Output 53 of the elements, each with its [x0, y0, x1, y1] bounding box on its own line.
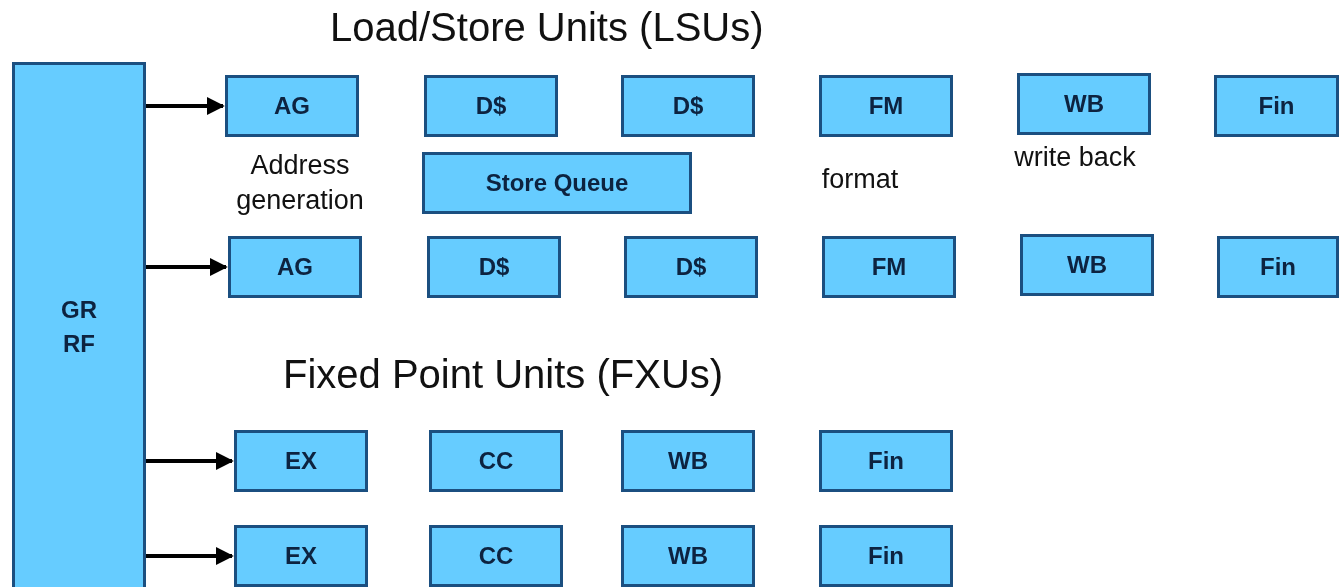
stage-label: EX — [285, 541, 317, 572]
pipeline-stage-box — [225, 75, 359, 137]
pipeline-stage-box — [819, 525, 953, 587]
pipeline-stage-box — [819, 75, 953, 137]
arrow — [146, 258, 228, 276]
stage-label: GR RF — [60, 295, 98, 359]
arrow — [146, 452, 234, 470]
stage-label: FM — [868, 91, 904, 122]
stage-label: D$ — [675, 252, 707, 283]
stage-label: WB — [668, 446, 708, 477]
stage-caption: write back — [1013, 141, 1137, 174]
stage-label: Fin — [1260, 252, 1296, 283]
stage-label: WB — [1064, 89, 1104, 120]
stage-label: CC — [478, 541, 514, 572]
arrow — [146, 97, 225, 115]
stage-label: WB — [668, 541, 708, 572]
pipeline-stage-box — [819, 430, 953, 492]
pipeline-stage-box — [1217, 236, 1339, 298]
stage-label: FM — [871, 252, 907, 283]
pipeline-stage-box — [424, 75, 558, 137]
pipeline-stage-box — [621, 430, 755, 492]
stage-label: Fin — [1258, 91, 1295, 122]
pipeline-stage-box — [624, 236, 758, 298]
pipeline-stage-box — [429, 430, 563, 492]
stage-caption: format — [820, 163, 900, 196]
stage-label: D$ — [478, 252, 510, 283]
pipeline-stage-box — [621, 525, 755, 587]
stage-label: CC — [478, 446, 514, 477]
section-heading: Load/Store Units (LSUs) — [330, 5, 764, 50]
pipeline-stage-box — [228, 236, 362, 298]
pipeline-stage-box — [1020, 234, 1154, 296]
stage-label: Fin — [868, 541, 904, 572]
pipeline-stage-box — [621, 75, 755, 137]
pipeline-stage-box — [822, 236, 956, 298]
pipeline-stage-box — [422, 152, 692, 214]
stage-label: EX — [285, 446, 317, 477]
stage-label: D$ — [475, 91, 507, 122]
stage-label: AG — [274, 91, 310, 122]
arrow — [146, 547, 234, 565]
pipeline-stage-box — [427, 236, 561, 298]
stage-label: Fin — [868, 446, 904, 477]
stage-label: D$ — [672, 91, 704, 122]
pipeline-stage-box — [234, 430, 368, 492]
stage-label: Store Queue — [485, 168, 629, 199]
pipeline-stage-box — [234, 525, 368, 587]
stage-caption: Address generation — [235, 149, 365, 218]
stage-label: AG — [277, 252, 313, 283]
section-heading: Fixed Point Units (FXUs) — [283, 352, 724, 397]
pipeline-stage-box — [1017, 73, 1151, 135]
pipeline-stage-box — [429, 525, 563, 587]
pipeline-stage-box — [1214, 75, 1339, 137]
stage-label: WB — [1067, 250, 1107, 281]
register-file-box — [12, 62, 146, 587]
